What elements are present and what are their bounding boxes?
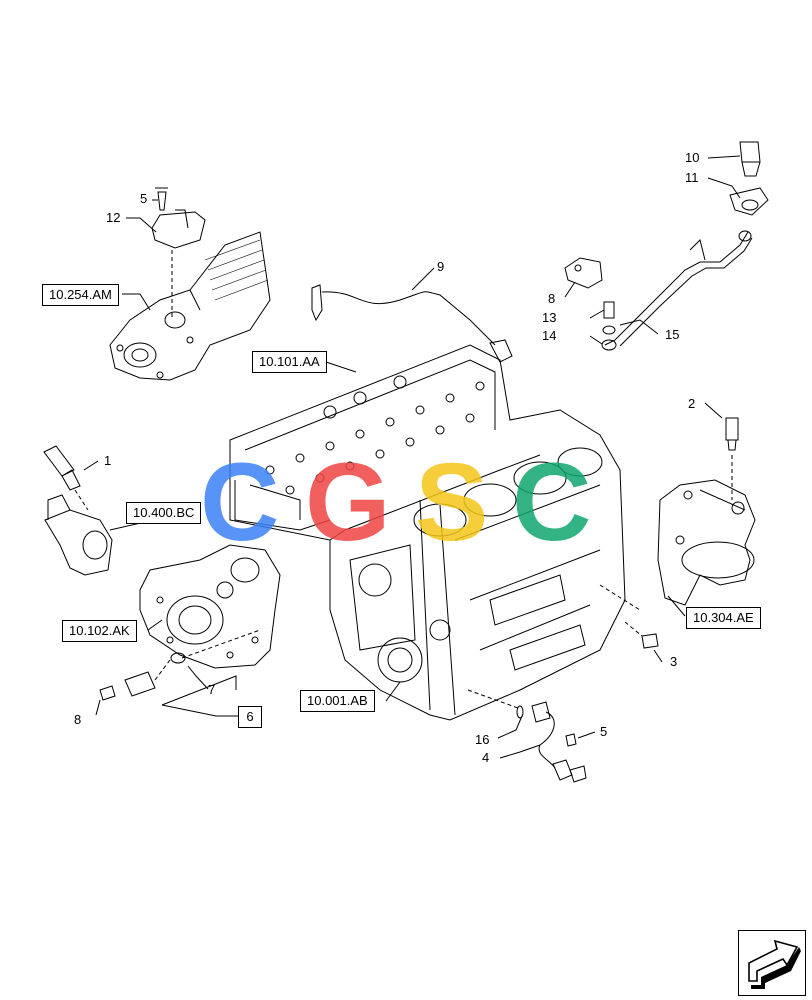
callout-11: 11: [685, 170, 699, 185]
speed-sensor: [516, 701, 587, 783]
bracket: [564, 257, 603, 289]
callout-8b: 8: [548, 291, 556, 306]
callout-8a: 8: [74, 712, 82, 727]
gear-housing: [109, 231, 271, 381]
callout-6: 6: [238, 706, 262, 728]
watermark-letter-c1: C: [200, 441, 279, 564]
callout-16: 16: [475, 732, 490, 747]
ref-10-304-ae[interactable]: 10.304.AE: [686, 607, 761, 629]
timing-cover: [139, 544, 281, 669]
exhaust-temp-sensor: [311, 284, 513, 363]
callout-14: 14: [542, 328, 557, 343]
watermark-letter-s: S: [415, 441, 488, 564]
next-page-arrow-icon: [748, 939, 801, 989]
ref-10-102-ak[interactable]: 10.102.AK: [62, 620, 137, 642]
callout-12: 12: [106, 210, 121, 225]
ref-10-400-bc[interactable]: 10.400.BC: [126, 502, 202, 524]
callout-7: 7: [208, 682, 216, 697]
engine-block: [229, 344, 626, 721]
map-sensor: [151, 187, 206, 249]
callout-5b: 5: [600, 724, 608, 739]
ref-10-254-am[interactable]: 10.254.AM: [42, 284, 119, 306]
oil-pipe: [604, 230, 753, 347]
plug-3: [641, 633, 659, 649]
callout-13: 13: [542, 310, 557, 325]
watermark: C G S C: [200, 441, 591, 564]
watermark-letter-c2: C: [512, 441, 591, 564]
callout-10: 10: [685, 150, 700, 165]
callout-15: 15: [665, 327, 680, 342]
callout-4: 4: [482, 750, 490, 765]
callout-2: 2: [688, 396, 696, 411]
ref-10-101-aa[interactable]: 10.101.AA: [252, 351, 327, 373]
oil-pressure-sensor: [729, 141, 769, 216]
callout-3: 3: [670, 654, 678, 669]
banjo-bolt: [601, 301, 617, 351]
watermark-letter-g: G: [305, 441, 391, 564]
oil-filter-housing: [657, 479, 756, 606]
cam-speed-sensor: [99, 652, 186, 701]
callout-5a: 5: [140, 191, 148, 206]
ref-10-001-ab[interactable]: 10.001.AB: [300, 690, 375, 712]
callout-1: 1: [104, 453, 112, 468]
plug-2: [725, 417, 739, 451]
next-page-button[interactable]: [738, 930, 806, 996]
temperature-sender: [43, 445, 81, 491]
leader-lines: [83, 155, 741, 759]
thermostat-housing: [44, 494, 113, 576]
callout-9: 9: [437, 259, 445, 274]
